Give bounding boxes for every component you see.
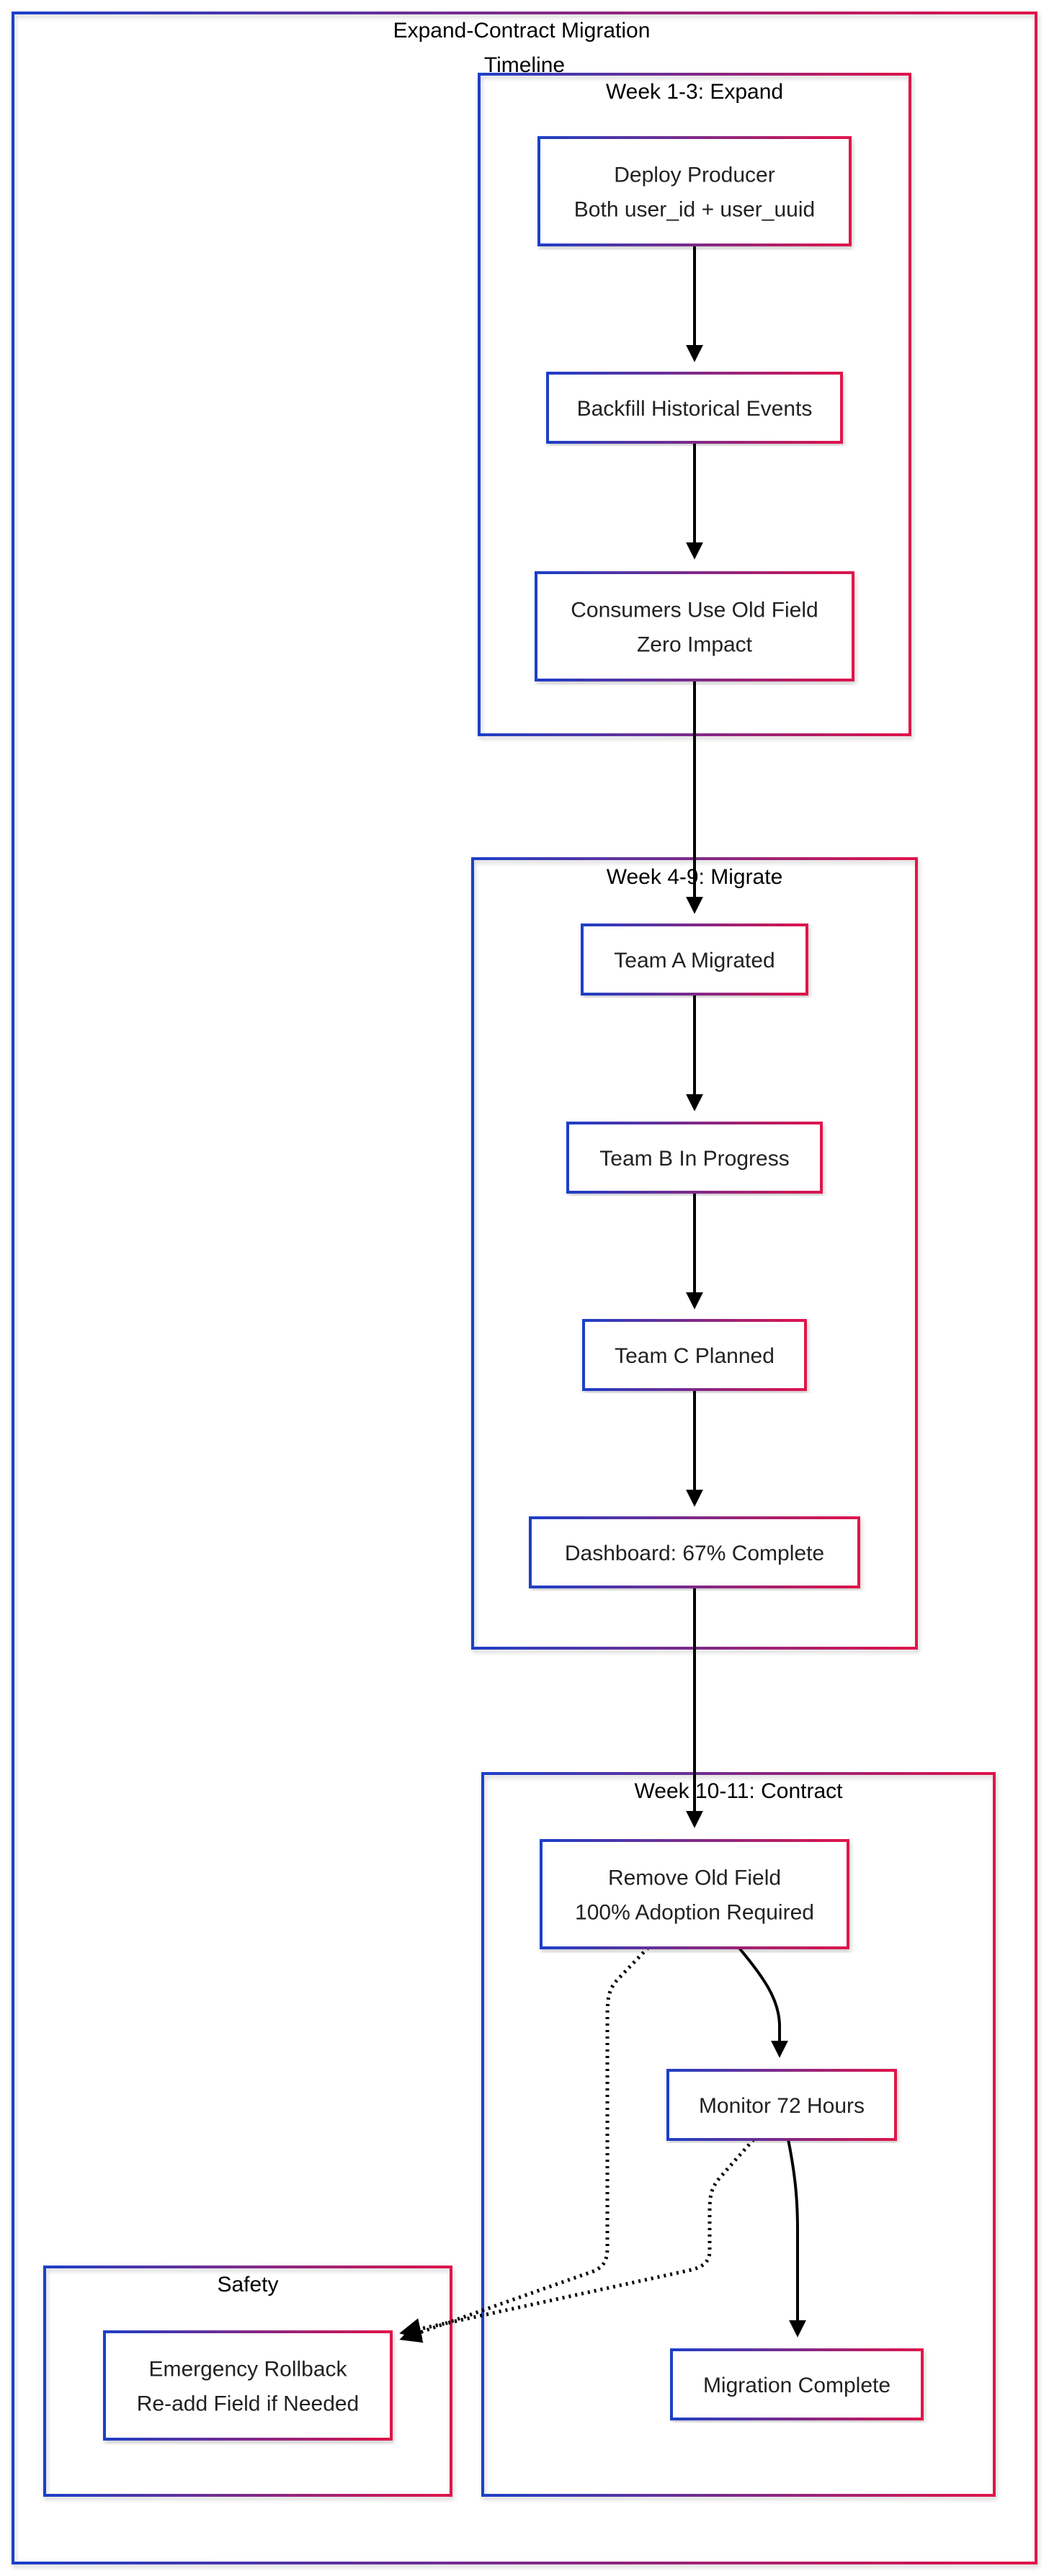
node-backfill-box: [546, 372, 843, 444]
node-rollback-label-1: Emergency Rollback: [148, 2358, 347, 2382]
node-team-b-box: [566, 1122, 823, 1194]
node-remove-old-field: Remove Old Field 100% Adoption Required: [540, 1839, 849, 1949]
node-consumers-old-field-label-2: Zero Impact: [637, 633, 753, 657]
outer-cluster-title: Expand-Contract Migration: [393, 19, 651, 43]
node-migration-complete: Migration Complete: [670, 2348, 924, 2420]
node-monitor: Monitor 72 Hours: [666, 2069, 897, 2141]
cluster-contract-title: Week 10-11: Contract: [634, 1779, 843, 1803]
node-dashboard-label-1: Dashboard: 67% Complete: [565, 1542, 824, 1565]
node-deploy-producer-box: [537, 136, 852, 246]
node-dashboard: Dashboard: 67% Complete: [529, 1516, 860, 1588]
node-remove-old-field-box: [540, 1839, 849, 1949]
node-remove-old-field-label-2: 100% Adoption Required: [575, 1901, 814, 1925]
node-dashboard-box: [529, 1516, 860, 1588]
node-migration-complete-box: [670, 2348, 924, 2420]
cluster-safety: Safety: [43, 2266, 452, 2497]
node-team-c: Team C Planned: [582, 1319, 807, 1391]
edge-remove-to-rollback: [399, 1941, 654, 2343]
node-monitor-box: [666, 2069, 897, 2141]
node-consumers-old-field-label-1: Consumers Use Old Field: [571, 599, 818, 622]
node-rollback-label-2: Re-add Field if Needed: [137, 2392, 360, 2416]
cluster-safety-title: Safety: [217, 2273, 278, 2297]
node-team-c-label-1: Team C Planned: [615, 1344, 775, 1368]
edge-remove-to-monitor: [733, 1941, 788, 2058]
node-migration-complete-label-1: Migration Complete: [703, 2374, 890, 2397]
node-remove-old-field-label-1: Remove Old Field: [608, 1866, 781, 1890]
node-team-a-label-1: Team A Migrated: [614, 949, 775, 972]
node-team-b-label-1: Team B In Progress: [599, 1147, 789, 1171]
node-backfill: Backfill Historical Events: [546, 372, 843, 444]
rollback-edges: [399, 1941, 755, 2343]
cluster-expand-title: Week 1-3: Expand: [606, 80, 783, 104]
edges: [686, 245, 806, 2338]
edge-monitor-to-complete: [787, 2139, 806, 2338]
node-rollback-box: [103, 2330, 393, 2441]
node-deploy-producer-label-1: Deploy Producer: [614, 164, 775, 187]
outer-cluster: Expand-Contract Migration Timeline: [12, 12, 1037, 2564]
node-backfill-label-1: Backfill Historical Events: [577, 397, 813, 421]
node-monitor-label-1: Monitor 72 Hours: [699, 2094, 865, 2118]
node-team-c-box: [582, 1319, 807, 1391]
node-deploy-producer-label-2: Both user_id + user_uuid: [574, 198, 815, 222]
edge-monitor-to-rollback: [399, 2138, 755, 2340]
node-consumers-old-field-box: [535, 571, 854, 681]
node-team-a: Team A Migrated: [581, 923, 808, 996]
cluster-contract: Week 10-11: Contract: [481, 1772, 996, 2497]
node-team-a-box: [581, 923, 808, 996]
node-team-b: Team B In Progress: [566, 1122, 823, 1194]
